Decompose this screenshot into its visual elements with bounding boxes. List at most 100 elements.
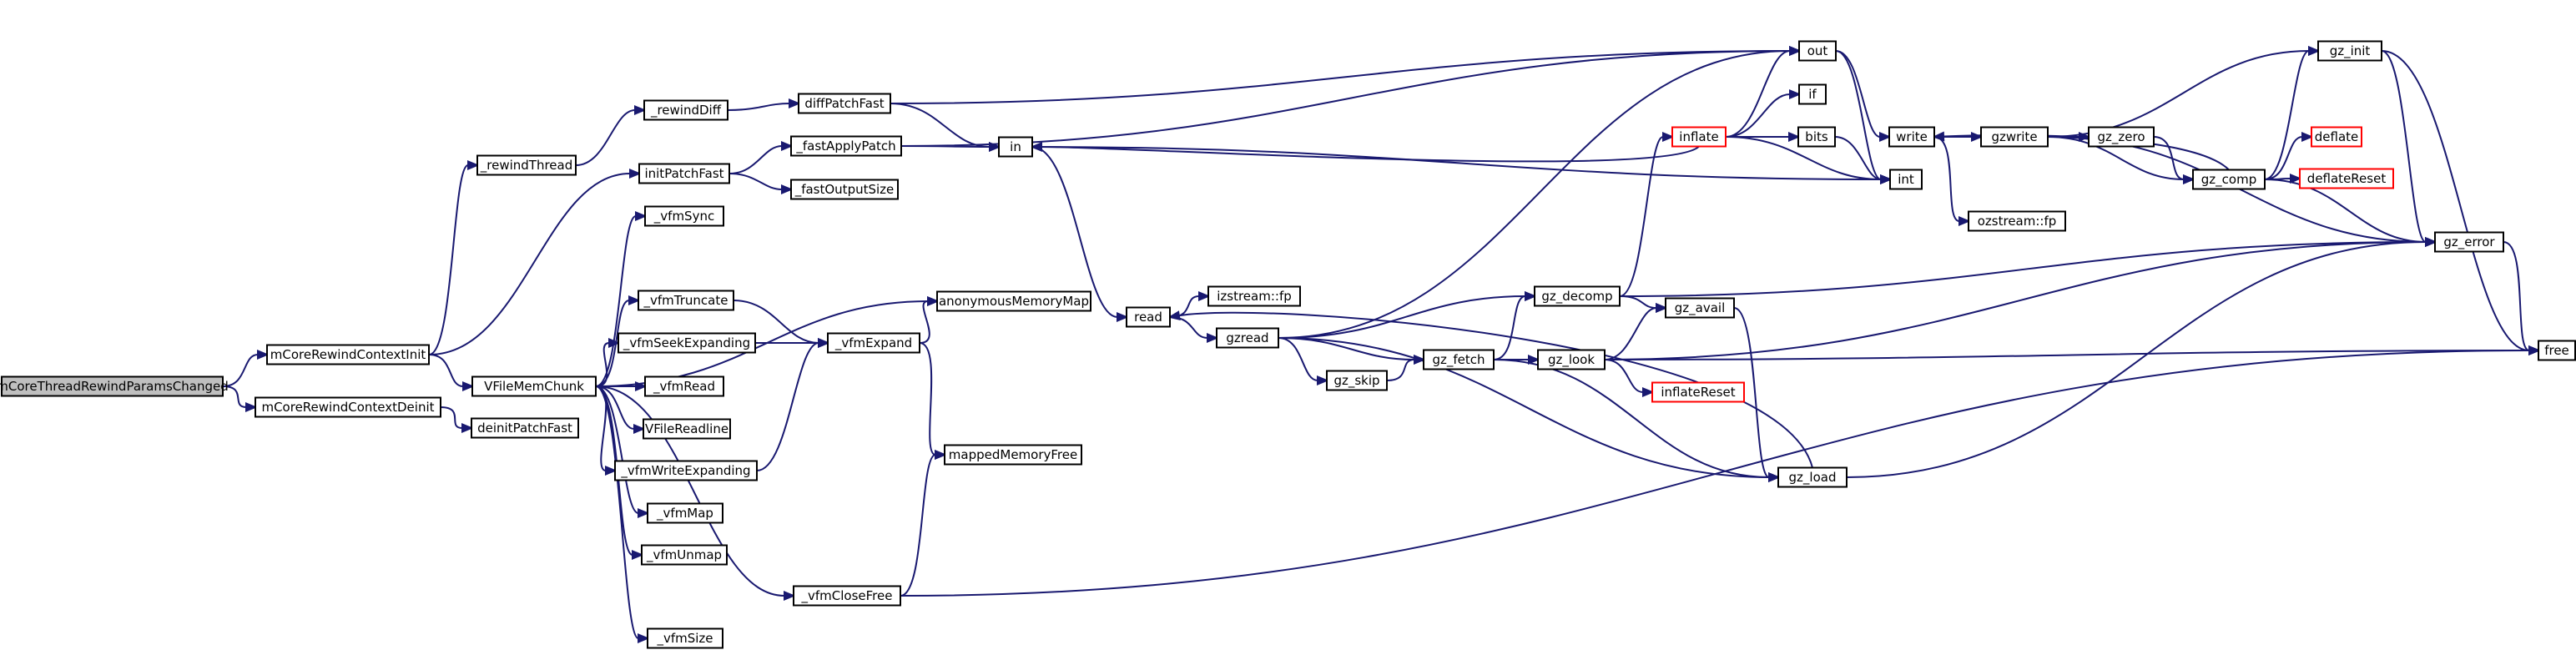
edge-line [919,342,936,456]
node-label: _vfmCloseFree [801,588,893,604]
node-fos[interactable]: _fastOutputSize [790,179,899,200]
node-vmap[interactable]: _vfmMap [647,502,723,524]
node-vexp[interactable]: _vfmExpand [827,332,920,354]
arrow-head [2425,237,2437,247]
node-gzcomp[interactable]: gz_comp [2192,169,2266,190]
node-vunmap[interactable]: _vfmUnmap [641,544,728,566]
node-box [255,396,441,418]
node-ipf[interactable]: initPatchFast [638,163,730,184]
node-dpf[interactable]: deinitPatchFast [471,417,579,439]
edge-out-to-int [1835,50,1893,184]
node-label: _vfmExpand [834,335,912,351]
arrow-head [1656,303,1668,313]
node-gzdecomp[interactable]: gz_decomp [1534,285,1621,307]
edge-gzinit-to-gzerror [2381,50,2437,247]
node-read[interactable]: read [1126,306,1171,328]
node-label: VFileMemChunk [484,379,584,394]
arrow-head [1198,291,1211,301]
node-rdiff[interactable]: _rewindDiff [643,99,728,121]
node-box [1889,169,1923,190]
arrow-head [605,466,618,476]
edge-vfmem-to-vrl [595,385,646,434]
node-label: mCoreThreadRewindParamsChanged [0,379,229,394]
node-gzskip[interactable]: gz_skip [1326,370,1388,391]
node-bits[interactable]: bits [1797,126,1836,148]
node-izfp[interactable]: izstream::fp [1207,285,1301,307]
edge-line [1031,146,1882,180]
node-gzerror[interactable]: gz_error [2434,231,2504,253]
node-box [641,544,728,566]
node-int[interactable]: int [1889,169,1923,190]
edge-gzzero-to-gzcomp [2153,136,2195,184]
node-free[interactable]: free [2538,340,2576,361]
node-fap[interactable]: _fastApplyPatch [790,135,902,157]
node-vfmem[interactable]: VFileMemChunk [471,375,597,397]
node-vrl[interactable]: VFileReadline [643,418,731,440]
arrow-head [629,169,642,179]
node-infreset[interactable]: inflateReset [1651,381,1745,403]
edge-line [2264,50,2310,180]
node-inflate[interactable]: inflate [1671,126,1727,148]
node-box [266,344,430,365]
node-gzavail[interactable]: gz_avail [1665,297,1735,319]
node-write[interactable]: write [1888,126,1935,148]
edge-line [2153,136,2185,180]
node-gzinit[interactable]: gz_init [2317,40,2382,62]
edge-rthread-to-rdiff [575,105,647,166]
node-ozfp[interactable]: ozstream::fp [1968,210,2066,232]
node-vsync[interactable]: _vfmSync [644,205,724,227]
node-label: _fastApplyPatch [795,139,895,154]
node-deinit[interactable]: mCoreRewindContextDeinit [255,396,441,418]
node-gzfetch[interactable]: gz_fetch [1423,349,1495,370]
node-defreset[interactable]: deflateReset [2299,168,2394,189]
edge-line [900,350,2530,597]
edge-line [1386,359,1415,381]
arrow-head [608,338,621,348]
edge-line [222,354,259,387]
node-box [998,136,1033,158]
node-label: in [1010,139,1021,154]
node-vtrunc[interactable]: _vfmTruncate [638,290,734,311]
node-box [1671,126,1727,148]
node-layer: mCoreThreadRewindParamsChanged mCoreRewin… [0,40,2576,649]
node-vwrite[interactable]: _vfmWriteExpanding [614,460,758,481]
edge-line [1278,337,1415,360]
arrow-head [1789,89,1802,99]
node-anon[interactable]: anonymousMemoryMap [936,290,1091,312]
edge-line [756,342,819,471]
edge-dpfast-to-in [890,103,1001,152]
node-box [1798,40,1837,62]
edge-line [2264,179,2427,243]
node-vclose[interactable]: _vfmCloseFree [793,585,901,607]
node-gzlook[interactable]: gz_look [1537,349,1606,370]
node-gzzero[interactable]: gz_zero [2088,126,2155,148]
node-vread[interactable]: _vfmRead [644,375,724,397]
edge-line [595,342,610,387]
edge-in-to-read [1031,146,1129,322]
node-vseek[interactable]: _vfmSeekExpanding [618,332,756,354]
node-if[interactable]: if [1798,83,1827,105]
node-label: initPatchFast [644,166,723,181]
node-rthread[interactable]: _rewindThread [476,154,577,176]
node-gzread[interactable]: gzread [1216,327,1279,349]
node-vsize[interactable]: _vfmSize [647,627,723,649]
node-gzload[interactable]: gz_load [1777,466,1848,488]
node-init[interactable]: mCoreRewindContextInit [266,344,430,365]
node-box [790,179,899,200]
node-mmf[interactable]: mappedMemoryFree [944,444,1082,466]
edge-line [595,385,635,430]
edge-gzlook-to-infreset [1604,359,1655,397]
edge-line [575,109,636,166]
node-in[interactable]: in [998,136,1033,158]
node-deflate[interactable]: deflate [2311,126,2362,148]
node-dpfast[interactable]: diffPatchFast [798,93,891,114]
node-root[interactable]: mCoreThreadRewindParamsChanged [0,375,229,397]
node-gzwrite[interactable]: gzwrite [1980,126,2049,148]
edge-line [900,454,936,597]
arrow-head [628,295,641,305]
edge-vclose-to-mmf [900,450,947,597]
edge-line [222,385,247,408]
node-out[interactable]: out [1798,40,1837,62]
node-box [476,154,577,176]
